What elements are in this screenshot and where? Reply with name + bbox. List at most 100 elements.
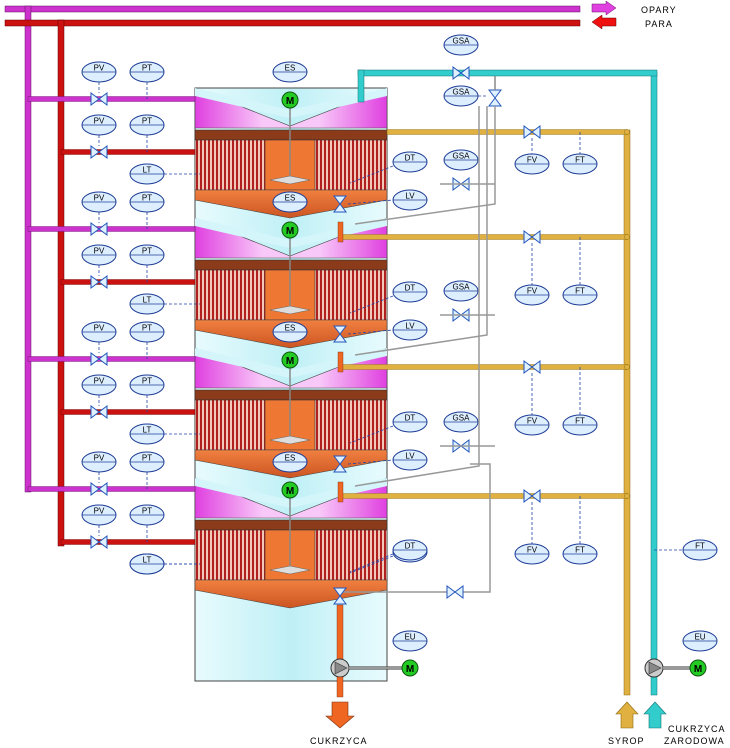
- instrument-tag-pt: PT: [129, 321, 165, 343]
- motor-icon: [281, 351, 299, 369]
- seed-in-arrow: [643, 701, 667, 729]
- syrup-junction: [624, 364, 630, 370]
- stage-4: [194, 477, 388, 609]
- instrument-tag-gsa: GSA: [443, 34, 479, 56]
- heater-plate: [194, 259, 388, 271]
- instrument-tag-lt: LT: [129, 163, 165, 185]
- signal-line: [347, 199, 394, 205]
- valve-icon[interactable]: [90, 535, 108, 549]
- tag-label: FV: [527, 287, 538, 296]
- seed-line: [354, 106, 488, 356]
- valve-icon[interactable]: [90, 222, 108, 236]
- instrument-tag-pt: PT: [129, 61, 165, 83]
- tag-label: GSA: [453, 152, 471, 161]
- syrup-branch: [339, 364, 628, 370]
- valve-icon[interactable]: [523, 360, 541, 374]
- vapor-out-arrow: [591, 0, 617, 16]
- instrument-tag-es: ES: [272, 321, 308, 343]
- seed-in-label-2: ZARODOWA: [664, 736, 725, 746]
- instrument-tag-ft: FT: [562, 414, 598, 436]
- syrup-branch: [386, 129, 628, 135]
- valve-icon[interactable]: [90, 352, 108, 366]
- stirrer-blade: [269, 305, 311, 315]
- vapor-branch: [27, 226, 196, 232]
- dome-light: [195, 88, 387, 118]
- instrument-tag-es: ES: [272, 191, 308, 213]
- valve-icon[interactable]: [333, 195, 347, 213]
- tag-label: PT: [142, 64, 152, 73]
- instrument-tag-gsa: GSA: [443, 411, 479, 433]
- transfer-pipe: [337, 351, 344, 373]
- valve-icon[interactable]: [90, 405, 108, 419]
- tag-label: PV: [94, 247, 105, 256]
- outlet-pipe: [336, 604, 344, 661]
- syrup-junction: [624, 234, 630, 240]
- tag-label: ES: [285, 454, 296, 463]
- instrument-tag-pv: PV: [81, 321, 117, 343]
- signal-line: [349, 165, 394, 184]
- steam-label: PARA: [645, 19, 673, 29]
- sugar-out-arrow: [325, 701, 355, 729]
- tag-label: LT: [143, 296, 152, 305]
- dome-light: [195, 478, 387, 508]
- transfer-pipe: [337, 481, 344, 503]
- stirrer-blade: [269, 565, 311, 575]
- instrument-tag-dt: DT: [392, 411, 428, 433]
- seed-line: [342, 463, 491, 593]
- valve-icon[interactable]: [90, 482, 108, 496]
- tag-label: EU: [404, 633, 415, 642]
- valve-icon[interactable]: [523, 230, 541, 244]
- tag-label: DT: [405, 154, 416, 163]
- valve-icon[interactable]: [333, 325, 347, 343]
- seed-main-pipe: [650, 71, 658, 696]
- valve-icon[interactable]: [90, 275, 108, 289]
- instrument-tag-fv: FV: [514, 284, 550, 306]
- valve-icon[interactable]: [488, 89, 502, 107]
- instrument-tag-ft: FT: [682, 539, 718, 561]
- sugar-out-label: CUKRZYCA: [310, 736, 368, 746]
- instrument-tag-pt: PT: [129, 244, 165, 266]
- instrument-tag-gsa: GSA: [443, 280, 479, 302]
- steam-branch: [60, 409, 196, 415]
- vapor-header: [4, 5, 581, 493]
- valve-icon[interactable]: [523, 125, 541, 139]
- valve-icon[interactable]: [446, 585, 464, 599]
- steam-branch: [60, 539, 196, 545]
- motor-label: M: [694, 664, 702, 675]
- tag-label: GSA: [453, 414, 471, 423]
- vapor-branch: [27, 96, 196, 102]
- valve-icon[interactable]: [523, 489, 541, 503]
- heater-plate: [194, 389, 388, 401]
- transfer-pipe: [337, 221, 344, 243]
- outlet-pipe: [336, 676, 344, 698]
- tag-label: LT: [143, 556, 152, 565]
- tag-label: PV: [94, 194, 105, 203]
- instrument-tag-lt: LT: [129, 553, 165, 575]
- instrument-tag-lv: LV: [392, 189, 428, 211]
- stage-2: [194, 217, 388, 349]
- instrument-tag-pt: PT: [129, 374, 165, 396]
- motor-label: M: [286, 486, 294, 497]
- dome-light: [195, 218, 387, 248]
- instrument-tag-lv: LV: [392, 319, 428, 341]
- vapor-branch: [27, 356, 196, 362]
- signal-line: [349, 555, 394, 574]
- motor-icon: [281, 91, 299, 109]
- tag-label: EU: [694, 633, 705, 642]
- stirrer-blade: [269, 435, 311, 445]
- tag-label: PT: [142, 507, 152, 516]
- tag-label: PT: [142, 247, 152, 256]
- valve-icon[interactable]: [452, 66, 470, 80]
- valve-icon[interactable]: [90, 92, 108, 106]
- seed-line: [354, 106, 480, 487]
- syrup-main-pipe: [623, 129, 631, 696]
- tag-label: PV: [94, 117, 105, 126]
- instrument-tag-pv: PV: [81, 244, 117, 266]
- valve-icon[interactable]: [90, 145, 108, 159]
- instrument-tag-es: ES: [272, 451, 308, 473]
- valve-icon[interactable]: [333, 455, 347, 473]
- instrument-tag-pt: PT: [129, 191, 165, 213]
- valve-icon[interactable]: [333, 587, 347, 605]
